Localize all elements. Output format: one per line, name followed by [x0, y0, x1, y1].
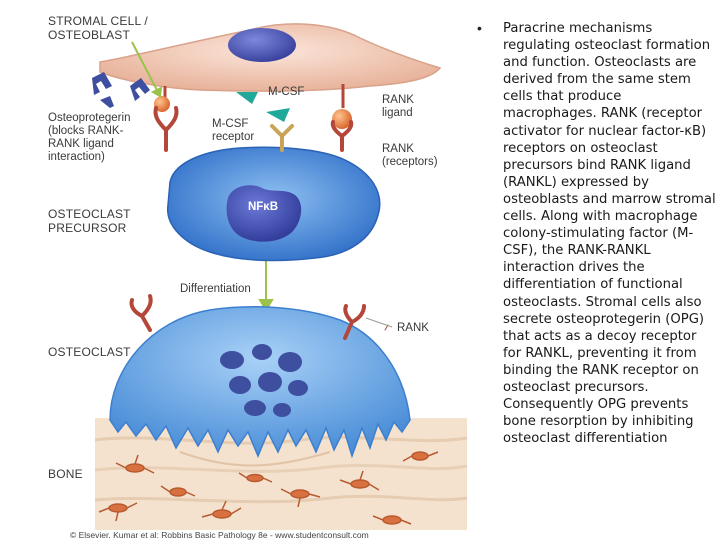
osteoclast-precursor-label: OSTEOCLAST PRECURSOR — [48, 207, 131, 235]
rank-pointer — [365, 317, 393, 328]
mcsf-molecule-top — [236, 92, 258, 104]
rank-ligand-right — [332, 109, 352, 129]
osteoprotegerin-label: Osteoprotegerin (blocks RANK- RANK ligan… — [48, 112, 131, 163]
rank-receptor-precursor — [153, 106, 354, 152]
nfkb-nucleus — [226, 185, 302, 242]
rank-ligand-label: RANK ligand — [382, 94, 414, 119]
rank-receptors-label: RANK (receptors) — [382, 143, 438, 168]
osteoclast-label: OSTEOCLAST — [48, 345, 131, 359]
rank-label: RANK — [397, 322, 429, 334]
stromal-cell-label: STROMAL CELL / OSTEOBLAST — [48, 14, 148, 42]
osteocytes — [98, 451, 439, 525]
diagram-illustration — [92, 23, 468, 530]
mcsf-receptor-label: M-CSF receptor — [212, 118, 255, 143]
figure-credit: © Elsevier. Kumar et al: Robbins Basic P… — [70, 530, 369, 540]
osteoclast-nuclei — [220, 344, 308, 417]
osteoprotegerin-molecules — [92, 72, 150, 108]
nfkb-label: NFκB — [247, 201, 279, 213]
stromal-nucleus — [228, 28, 296, 62]
mcsf-receptor — [270, 124, 294, 152]
osteoclast-regulation-diagram: STROMAL CELL / OSTEOBLAST Osteoprotegeri… — [48, 14, 468, 540]
mcsf-molecule-bound — [266, 108, 290, 122]
differentiation-label: Differentiation — [180, 283, 251, 295]
caption-bullet: • — [477, 20, 482, 36]
caption-text: Paracrine mechanisms regulating osteocla… — [503, 21, 716, 447]
mcsf-label: M-CSF — [268, 86, 305, 98]
rank-receptor-osteoclast — [129, 294, 389, 340]
bone-label: BONE — [48, 467, 83, 481]
